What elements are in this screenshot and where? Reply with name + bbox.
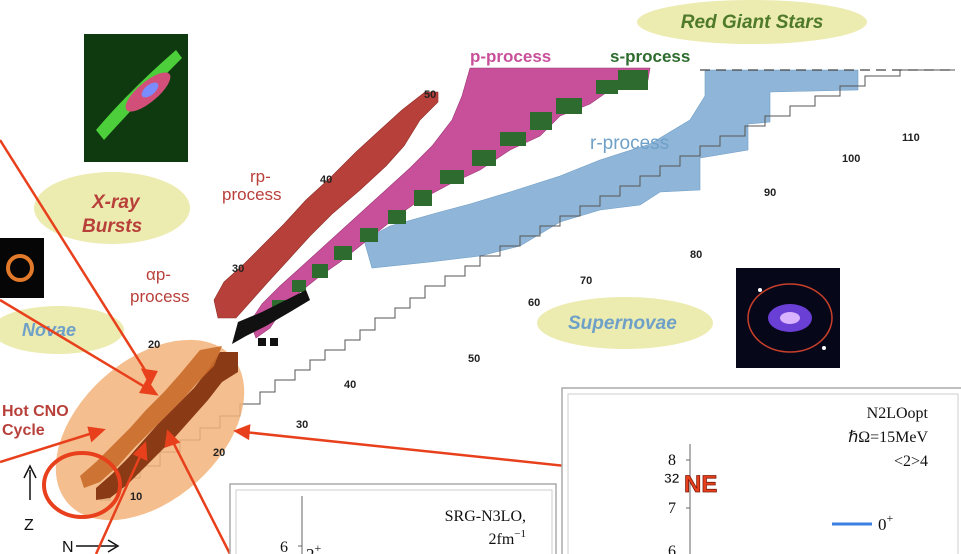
novae-thumbnail xyxy=(0,238,44,298)
left-inset-title-1: SRG-N3LO, xyxy=(445,508,526,525)
ap-process-label-2: process xyxy=(130,287,190,306)
magic-n-40: 40 xyxy=(344,379,356,391)
magic-n-80: 80 xyxy=(690,249,702,261)
magic-n-110: 110 xyxy=(902,132,920,144)
nucleus-label: 32 NE xyxy=(664,470,718,499)
supernovae-oval xyxy=(537,297,713,349)
hot-cno-label-2: Cycle xyxy=(2,422,45,439)
left-inset-panel: SRG-N3LO, 2fm−1 6 2+ xyxy=(229,483,557,554)
magic-n-30: 30 xyxy=(296,419,308,431)
xray-label-1: X-ray xyxy=(91,192,141,213)
hot-cno-label-1: Hot CNO xyxy=(2,403,69,420)
magic-z-30: 30 xyxy=(232,263,244,275)
light-nuclei-inner xyxy=(80,346,222,488)
magic-z-40: 40 xyxy=(320,174,332,186)
magic-n-100: 100 xyxy=(842,153,860,165)
left-inset-title-2: 2fm−1 xyxy=(489,528,527,548)
n-axis-label: N xyxy=(62,539,74,554)
z-axis-label: Z xyxy=(24,517,34,534)
right-inset-title-2: ℏΩ=15MeV xyxy=(848,429,928,446)
magic-n-90: 90 xyxy=(764,187,776,199)
xray-label-2: Bursts xyxy=(82,216,142,237)
rp-process-band xyxy=(213,91,439,319)
supernovae-thumbnail xyxy=(736,268,840,368)
magic-n-60: 60 xyxy=(528,297,540,309)
light-nuclei-band xyxy=(96,352,238,500)
magic-z-labels: 10 20 30 40 50 xyxy=(130,89,436,503)
s-process-band xyxy=(272,70,648,312)
magic-n-labels: 10 20 30 40 50 60 70 80 90 100 110 xyxy=(213,132,920,459)
right-inset-title-3: <2>4 xyxy=(894,453,928,470)
supernovae-label: Supernovae xyxy=(568,313,677,334)
magic-z-50: 50 xyxy=(424,89,436,101)
rp-process-label-1: rp- xyxy=(250,167,271,186)
stable-black-region xyxy=(232,290,310,346)
nucleus-mass-number: 32 xyxy=(664,470,680,486)
magic-z-20: 20 xyxy=(148,339,160,351)
xray-burst-thumbnail xyxy=(84,34,188,162)
highlight-circle xyxy=(42,451,122,519)
magic-n-20: 20 xyxy=(213,447,225,459)
r-process-label: r-process xyxy=(590,133,669,154)
right-inset-tick-7: 7 xyxy=(668,500,676,517)
n-axis-indicator: N xyxy=(62,539,120,554)
magic-n-70: 70 xyxy=(580,275,592,287)
right-inset-panel: N2LOopt ℏΩ=15MeV <2>4 8 7 6 0+ xyxy=(561,387,961,554)
rp-process-label-2: process xyxy=(222,185,282,204)
left-inset-level-label: 2+ xyxy=(306,541,322,554)
ap-process-label-1: αp- xyxy=(146,265,171,284)
red-giant-label: Red Giant Stars xyxy=(681,12,824,33)
nucleus-symbol: NE xyxy=(684,471,717,498)
xray-oval xyxy=(34,172,190,244)
z-axis-indicator: Z xyxy=(23,464,37,534)
s-process-label: s-process xyxy=(610,47,690,66)
right-inset-level-label: 0+ xyxy=(878,511,894,534)
right-inset-title-1: N2LOopt xyxy=(867,405,929,422)
right-inset-tick-6: 6 xyxy=(668,543,676,554)
p-process-label: p-process xyxy=(470,47,551,66)
red-giant-oval xyxy=(637,0,867,44)
magic-n-50: 50 xyxy=(468,353,480,365)
magic-z-10: 10 xyxy=(130,491,142,503)
left-inset-tick-6: 6 xyxy=(280,539,288,554)
right-inset-tick-8: 8 xyxy=(668,452,676,469)
